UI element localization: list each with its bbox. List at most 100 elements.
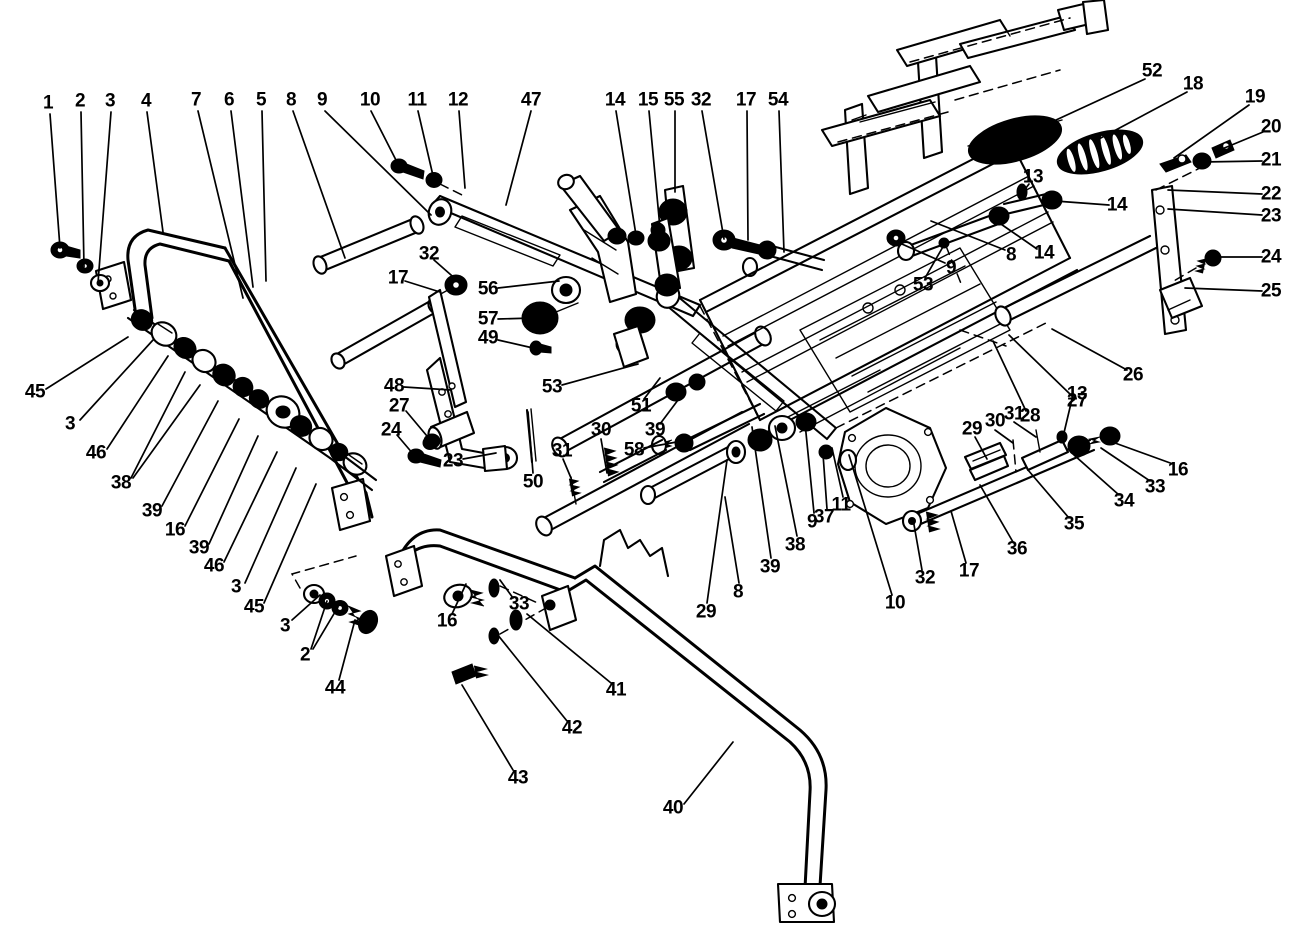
leader-line (184, 418, 240, 527)
callout-number-7: 7 (190, 89, 202, 111)
callout-number-38: 38 (110, 472, 132, 494)
leader-line (1018, 183, 1030, 198)
leader-line (404, 280, 441, 293)
leader-line (132, 384, 201, 479)
leader-line (370, 110, 400, 167)
leader-line (433, 259, 460, 283)
leader-line (1054, 200, 1110, 206)
leader-line (417, 110, 435, 181)
callout-number-36: 36 (1006, 538, 1028, 560)
leader-line (1201, 160, 1263, 163)
leader-line (499, 579, 514, 599)
leader-line (292, 110, 346, 259)
leader-line (600, 438, 608, 474)
leader-line (497, 317, 535, 320)
callout-number-14: 14 (1106, 194, 1128, 216)
callout-number-54: 54 (767, 89, 789, 111)
leader-lines (45, 78, 1264, 805)
leader-line (930, 220, 1006, 251)
leader-line (527, 411, 534, 474)
callout-number-37: 37 (813, 506, 835, 528)
leader-line (291, 594, 321, 621)
callout-number-41: 41 (605, 679, 627, 701)
leader-line (338, 619, 356, 681)
callout-number-28: 28 (1019, 405, 1041, 427)
leader-line (848, 454, 893, 596)
leader-line (1173, 104, 1250, 159)
callout-number-11: 11 (407, 89, 427, 111)
leader-line (994, 429, 1014, 444)
leader-line (751, 426, 772, 559)
callout-number-6: 6 (223, 89, 235, 111)
callout-number-27: 27 (388, 395, 410, 417)
leader-line (1100, 447, 1151, 482)
callout-number-14: 14 (1033, 242, 1055, 264)
leader-line (79, 339, 154, 421)
callout-number-32: 32 (418, 243, 440, 265)
callout-number-19: 19 (1244, 86, 1266, 108)
leader-line (461, 684, 514, 771)
leader-line (97, 111, 112, 284)
leader-line (80, 111, 85, 268)
leader-line (1042, 78, 1146, 127)
callout-number-17: 17 (735, 89, 757, 111)
callout-number-31: 31 (1003, 403, 1025, 425)
leader-line (1184, 287, 1263, 292)
callout-number-3: 3 (279, 615, 291, 637)
callout-number-30: 30 (590, 419, 612, 441)
callout-number-10: 10 (359, 89, 381, 111)
leader-line (310, 600, 328, 650)
callout-number-32: 32 (690, 89, 712, 111)
callout-number-9: 9 (316, 89, 328, 111)
callout-number-8: 8 (285, 89, 297, 111)
callout-number-8: 8 (1005, 244, 1017, 266)
callout-number-9: 9 (806, 511, 818, 533)
leader-line (683, 741, 734, 805)
callout-number-53: 53 (541, 376, 563, 398)
callout-number-16: 16 (164, 519, 186, 541)
leader-line (1167, 208, 1263, 216)
callout-number-39: 39 (644, 419, 666, 441)
callout-number-16: 16 (436, 610, 458, 632)
leader-line (458, 110, 466, 189)
leader-line (496, 633, 568, 722)
callout-number-16: 16 (1167, 459, 1189, 481)
callout-number-46: 46 (85, 442, 107, 464)
callout-number-52: 52 (1141, 60, 1163, 82)
callout-number-26: 26 (1122, 364, 1144, 386)
callout-number-3: 3 (230, 576, 242, 598)
leader-line (648, 110, 661, 229)
leader-line (974, 436, 988, 460)
leader-line (912, 518, 923, 571)
leader-line (1096, 91, 1188, 141)
callout-number-25: 25 (1260, 280, 1282, 302)
callout-number-33: 33 (508, 593, 530, 615)
callout-number-24: 24 (380, 419, 402, 441)
leader-line (1008, 334, 1073, 397)
callout-number-56: 56 (477, 278, 499, 300)
leader-line (1073, 454, 1120, 496)
leader-line (244, 467, 297, 584)
callout-number-2: 2 (299, 644, 311, 666)
callout-number-34: 34 (1113, 490, 1135, 512)
leader-line (405, 410, 433, 443)
leader-line (396, 434, 415, 456)
callout-number-45: 45 (243, 596, 265, 618)
leader-line (997, 221, 1038, 250)
callout-number-9: 9 (945, 257, 957, 279)
leader-line (643, 440, 683, 449)
leader-line (130, 371, 186, 479)
callout-number-5: 5 (255, 89, 267, 111)
callout-number-30: 30 (984, 410, 1006, 432)
callout-number-55: 55 (663, 89, 685, 111)
leader-line (562, 458, 572, 479)
leader-line (1114, 442, 1174, 465)
leader-line (746, 110, 749, 241)
leader-line (822, 453, 828, 510)
leader-line (223, 451, 278, 563)
leader-line (45, 336, 129, 390)
callout-number-39: 39 (141, 500, 163, 522)
leader-line (462, 452, 497, 460)
callout-number-20: 20 (1260, 116, 1282, 138)
callout-number-49: 49 (477, 327, 499, 349)
